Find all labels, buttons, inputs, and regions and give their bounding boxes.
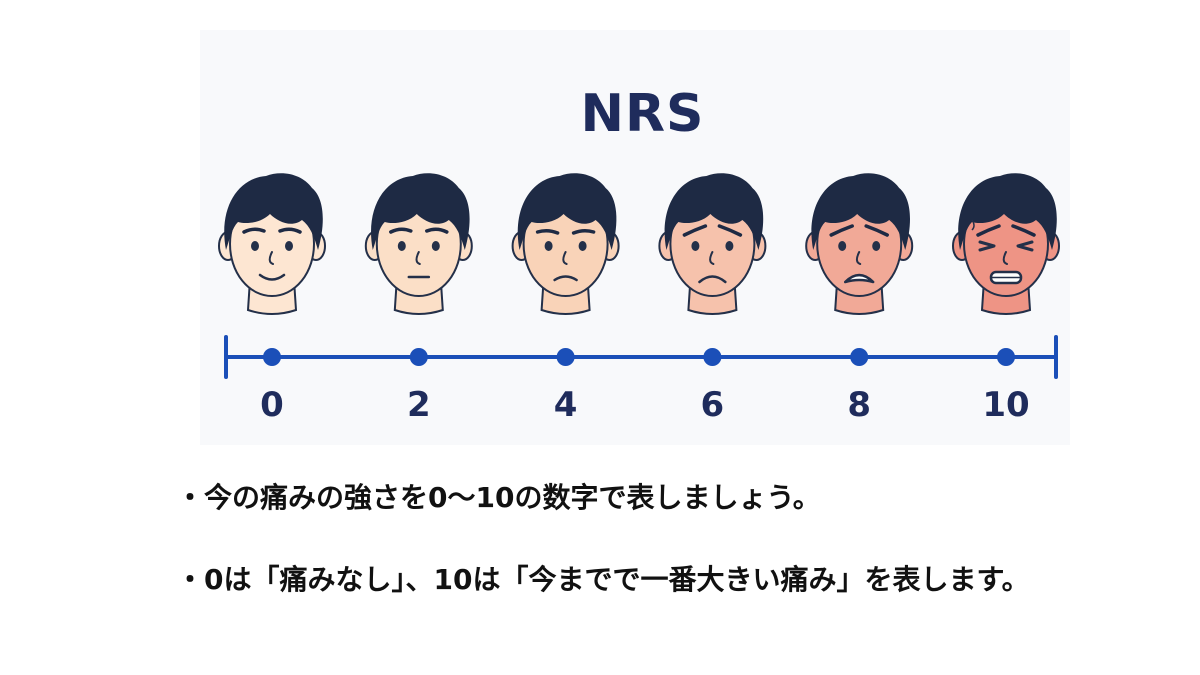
eyebrow-right	[425, 227, 449, 234]
hair	[664, 173, 764, 250]
nose	[415, 251, 421, 265]
nose	[855, 251, 862, 265]
eyebrow-left	[829, 224, 854, 237]
hair	[371, 173, 470, 250]
eye-right	[1016, 240, 1034, 252]
eyebrow-right	[717, 224, 743, 237]
instruction-note-2: ・0は「痛みなし」、10は「今までで一番大きい痛み」を表します。	[176, 563, 1030, 596]
tick-dot-0	[263, 348, 281, 366]
instruction-note-1: ・今の痛みの強さを0〜10の数字で表しましょう。	[176, 481, 821, 514]
face-8	[805, 173, 914, 315]
hair	[517, 173, 617, 250]
faces-row	[218, 173, 1060, 315]
eye-right	[725, 241, 734, 251]
sweat-mark	[971, 219, 975, 231]
eye-left	[544, 241, 553, 251]
nose	[709, 251, 715, 265]
eye-right	[578, 241, 587, 251]
nose	[1002, 251, 1008, 265]
eyebrow-left	[682, 224, 708, 237]
hair	[958, 173, 1057, 250]
eye-left	[978, 240, 996, 252]
nose	[562, 251, 568, 265]
face-4	[511, 173, 620, 315]
tick-dot-4	[556, 348, 575, 366]
eye-right	[872, 241, 881, 251]
mouth	[843, 273, 875, 284]
eye-right	[431, 241, 440, 251]
tick-label-8: 8	[847, 385, 872, 425]
mouth	[258, 273, 286, 281]
nose	[268, 251, 274, 265]
hair	[224, 173, 323, 250]
nrs-panel	[200, 30, 1070, 445]
eye-right	[285, 241, 293, 251]
tick-label-10: 10	[982, 385, 1030, 425]
nrs-scale-graphic	[218, 173, 1060, 379]
eye-left	[251, 241, 259, 251]
hair	[811, 173, 910, 250]
tick-dot-10	[997, 348, 1015, 366]
mouth	[553, 275, 578, 282]
face-10	[952, 173, 1060, 315]
eyebrow-left	[242, 227, 266, 234]
eyebrow-left	[535, 228, 560, 235]
eyebrow-right	[1011, 224, 1036, 237]
eyebrow-right	[864, 224, 889, 237]
tick-dot-8	[850, 348, 869, 366]
face-6	[658, 173, 767, 315]
tick-label-0: 0	[260, 385, 284, 425]
face-2	[364, 173, 473, 315]
eye-left	[397, 241, 406, 251]
scale-title: NRS	[580, 84, 705, 144]
scale-axis	[224, 335, 1058, 379]
mouth	[698, 275, 727, 284]
eyebrow-left	[976, 224, 1001, 237]
eyebrow-left	[389, 227, 413, 234]
eye-left	[691, 241, 700, 251]
tick-label-2: 2	[406, 385, 431, 425]
face-0	[218, 173, 326, 315]
eye-left	[838, 241, 847, 251]
tick-dot-6	[703, 348, 722, 366]
tick-label-6: 6	[700, 385, 725, 425]
eyebrow-right	[278, 227, 302, 234]
tick-dot-2	[409, 348, 428, 366]
tick-label-4: 4	[553, 385, 578, 425]
eyebrow-right	[571, 228, 596, 235]
